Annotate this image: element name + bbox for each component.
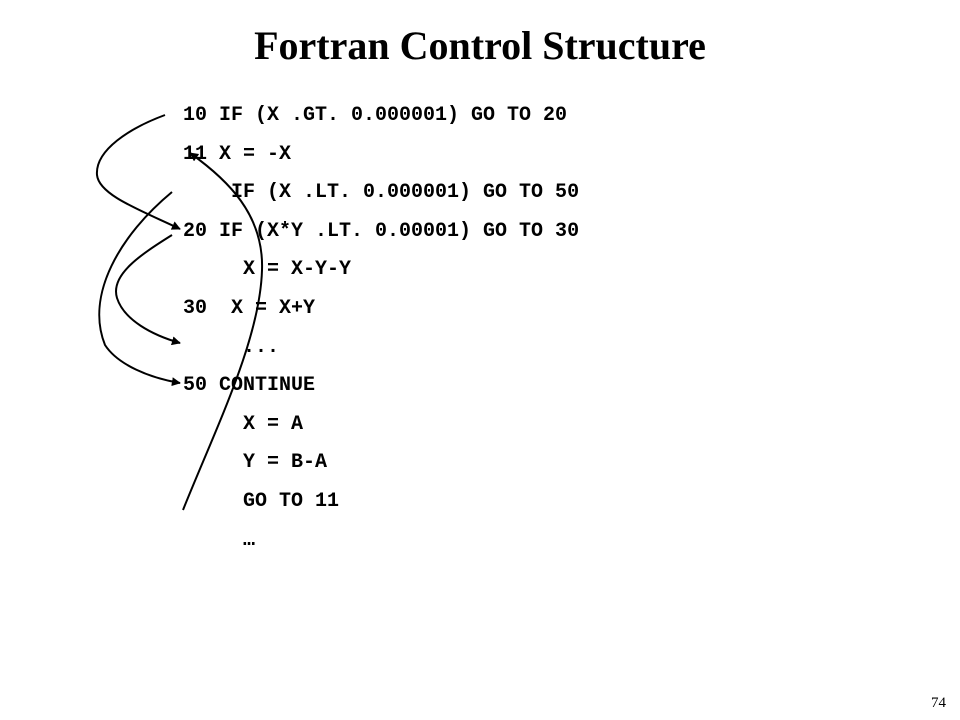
code-line-if-lt: IF (X .LT. 0.000001) GO TO 50 <box>183 181 580 205</box>
code-line-10: 10 IF (X .GT. 0.000001) GO TO 20 <box>183 104 568 127</box>
arrow-goto-50 <box>98 191 181 387</box>
code-line-x-minus: X = X-Y-Y <box>183 258 352 282</box>
code-line-y-ba: Y = B-A <box>183 451 328 475</box>
code-line-50: 50 CONTINUE <box>183 374 316 398</box>
code-line-trailing-ellipsis: … <box>183 528 256 552</box>
code-listing: 10 IF (X .GT. 0.000001) GO TO 20 11 X = … <box>183 97 579 560</box>
slide-title: Fortran Control Structure <box>254 23 706 68</box>
code-line-30: 30 X = X+Y <box>183 296 316 320</box>
arrow-goto-20 <box>95 114 181 230</box>
code-line-20: 20 IF (X*Y .LT. 0.00001) GO TO 30 <box>183 219 580 243</box>
code-line-x-a: X = A <box>183 412 304 436</box>
code-line-goto-11: GO TO 11 <box>183 489 340 513</box>
arrow-goto-30 <box>114 234 181 346</box>
code-line-ellipsis: ... <box>183 335 280 359</box>
code-line-11: 11 X = -X <box>183 142 292 166</box>
page-number: 74 <box>931 695 946 711</box>
